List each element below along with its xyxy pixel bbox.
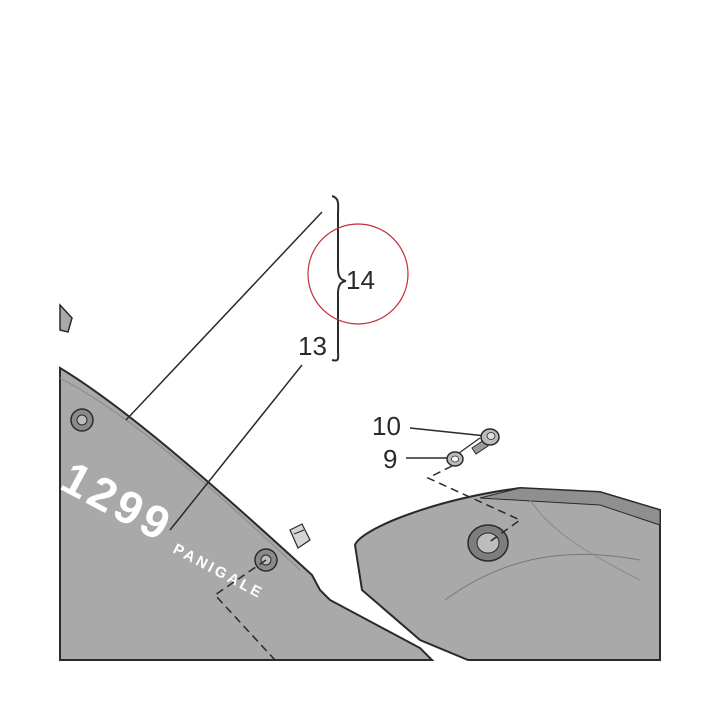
leader-13-to-decal [169, 364, 303, 531]
callout-9: 9 [383, 444, 397, 474]
callout-14: 14 [346, 265, 375, 295]
right-fairing-panel [353, 486, 661, 661]
screw-part [471, 428, 500, 455]
right-fairing-body [353, 486, 661, 661]
assembly-path-washer-to-grommet [426, 465, 522, 544]
callout-13: 13 [298, 331, 327, 361]
left-fairing-top-tab [59, 303, 73, 333]
right-fairing-ridge [529, 499, 641, 581]
right-fairing-contour [444, 553, 641, 601]
callout-10: 10 [372, 411, 401, 441]
upper-grommet [70, 408, 94, 432]
left-fairing-panel: 1299 PANIGALE [53, 303, 435, 661]
leader-lines [125, 211, 487, 531]
leader-10-to-screw [409, 427, 487, 437]
assembly-path-lower-grommet [213, 559, 276, 661]
right-grommet [467, 524, 509, 562]
washer-part [446, 451, 464, 467]
item-14-brace [331, 195, 347, 362]
clip-part [289, 523, 311, 549]
left-fairing-edge-trim [59, 377, 301, 571]
highlight-circle [307, 223, 409, 325]
leader-14-to-left-panel [125, 211, 323, 421]
assembly-paths [213, 465, 522, 661]
right-fairing-upper-band [479, 487, 661, 526]
